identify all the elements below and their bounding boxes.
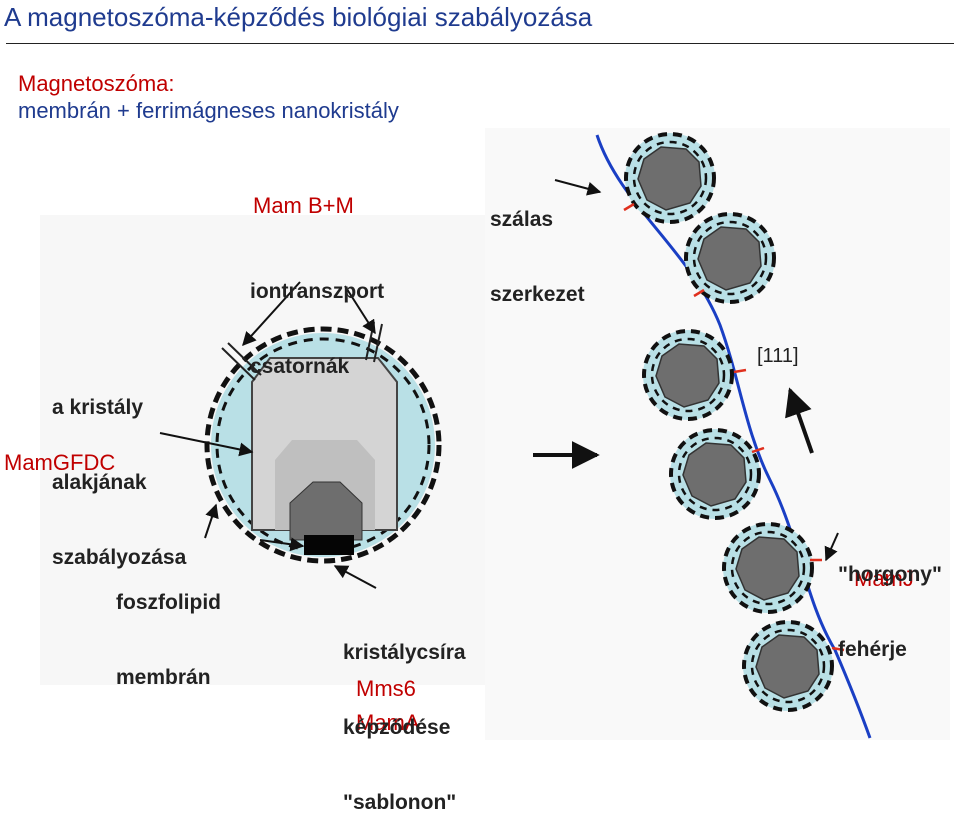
crystal-shape-line2: alakjának [52,471,147,494]
phospholipid-arrow [204,503,219,539]
protein-label-mamBM: Mam B+M [253,193,354,218]
ion-channel-arrow-right [344,285,376,335]
crystal-shape-arrow [159,432,254,457]
protein-label-mms6: Mms6 [356,676,416,701]
anchor-protein-label: "horgony" fehérje [838,512,942,687]
anchor-protein-marks [623,202,845,652]
protein-label-mamJ: MamJ [854,566,914,591]
fibrous-line2: szerkezet [490,283,585,306]
direction-111-arrow [785,387,814,454]
title-divider [6,43,954,44]
subtitle-magnetosome: Magnetoszóma: [18,71,175,96]
nucleation-arrow [333,565,377,589]
page-title: A magnetoszóma-képződés biológiai szabál… [4,2,593,32]
subtitle-definition: membrán + ferrimágneses nanokristály [18,98,399,123]
filament-line [595,134,872,739]
crystal-shape-line3: szabályozása [52,546,187,569]
ion-transport-line2: csatornák [250,355,350,378]
ion-channel-arrow-left [242,281,301,347]
magnetosome-cross-section [204,321,442,564]
protein-label-mamA: MamA [356,710,420,735]
fibrous-label: szálas szerkezet [490,157,585,332]
nucleation-label: kristálycsíra képződése "sablonon" [343,590,466,840]
protein-label-mamGFDC: MamGFDC [4,450,116,475]
phospholipid-line2: membrán [116,666,211,689]
nucleation-line1: kristálycsíra [343,641,466,664]
crystal-shape-line1: a kristály [52,396,144,419]
nucleation-line2: képződése [343,716,451,739]
ion-transport-line1: iontranszport [250,280,385,303]
phospholipid-line1: foszfolipid [116,591,221,614]
crystal-shape-label: a kristály alakjának szabályozása [52,345,186,595]
magnetosome-chain [624,132,834,712]
ion-transport-label: iontranszport csatornák [250,229,384,404]
membrane-arrow [259,537,305,552]
fibrous-arrow [554,179,602,196]
magnetosome-diagram [159,132,872,739]
phospholipid-label: foszfolipid membrán [116,540,221,715]
anchor-line1: "horgony" [838,563,942,586]
fibrous-line1: szálas [490,208,554,231]
direction-111-label: [111] [757,345,799,367]
nucleation-line3: "sablonon" [343,791,457,814]
anchor-line2: fehérje [838,638,907,661]
anchor-arrow [824,532,839,562]
